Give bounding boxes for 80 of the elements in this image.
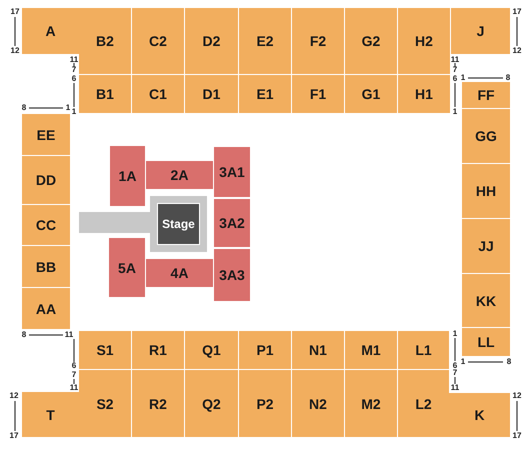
seating-section: R1 xyxy=(132,331,184,369)
seating-section: M1 xyxy=(345,331,397,369)
seating-section: H2 xyxy=(398,8,450,74)
seating-section: J xyxy=(451,8,510,54)
seating-section: Q1 xyxy=(185,331,238,369)
row-number: 11 xyxy=(450,384,460,392)
seating-section: EE xyxy=(22,114,70,155)
seating-section: C2 xyxy=(132,8,184,74)
seating-section: 3A2 xyxy=(214,199,250,247)
seating-section: B1 xyxy=(79,75,131,113)
seating-section: GG xyxy=(462,109,510,163)
seating-section: A xyxy=(22,8,79,54)
row-number: 6 xyxy=(72,362,76,370)
row-number: 6 xyxy=(72,75,76,83)
row-number: 12 xyxy=(512,392,522,400)
seating-section: CC xyxy=(22,205,70,245)
row-number: 17 xyxy=(512,8,522,16)
row-number: 7 xyxy=(72,371,76,379)
row-number: 17 xyxy=(10,432,18,440)
row-number: 11 xyxy=(450,56,460,64)
seating-section: F2 xyxy=(292,8,344,74)
seating-section: LL xyxy=(462,328,510,356)
seating-section: R2 xyxy=(132,370,184,437)
seating-section: P1 xyxy=(239,331,291,369)
seating-section: P2 xyxy=(239,370,291,437)
row-number: 12 xyxy=(10,392,18,400)
seating-section: H1 xyxy=(398,75,450,113)
row-number: 6 xyxy=(452,362,458,370)
seating-section: 3A3 xyxy=(214,249,250,301)
seating-section: D2 xyxy=(185,8,238,74)
row-number: 11 xyxy=(70,384,78,392)
seating-section: S1 xyxy=(79,331,131,369)
seating-section: G2 xyxy=(345,8,397,74)
seating-section: BB xyxy=(22,246,70,287)
seating-section: DD xyxy=(22,156,70,204)
seating-section: S2 xyxy=(79,370,131,437)
row-number: 11 xyxy=(64,331,74,339)
row-number: 8 xyxy=(506,74,510,82)
row-number: 11 xyxy=(70,56,78,64)
row-number: 8 xyxy=(22,331,26,339)
row-number: 8 xyxy=(22,104,26,112)
seating-section: 4A xyxy=(146,259,213,287)
row-number: 12 xyxy=(512,47,522,55)
seating-section: L2 xyxy=(398,370,449,437)
seating-section: C1 xyxy=(132,75,184,113)
seating-section: F1 xyxy=(292,75,344,113)
seating-section: E2 xyxy=(239,8,291,74)
row-number: 6 xyxy=(452,75,458,83)
seating-section: AA xyxy=(22,288,70,329)
row-number: 1 xyxy=(460,74,466,82)
row-number: 7 xyxy=(452,369,458,377)
row-number: 17 xyxy=(10,8,20,16)
row-number: 1 xyxy=(72,108,76,116)
seating-section: K xyxy=(449,393,510,437)
seating-section: N1 xyxy=(292,331,344,369)
stage-block: Stage xyxy=(157,203,200,245)
row-number: 8 xyxy=(506,358,512,366)
seating-section: 5A xyxy=(109,238,145,297)
row-number: 17 xyxy=(512,432,522,440)
seating-section: 1A xyxy=(110,146,145,206)
row-number: 1 xyxy=(452,330,458,338)
row-number: 1 xyxy=(66,104,70,112)
seating-section: JJ xyxy=(462,219,510,273)
seating-section: B2 xyxy=(79,8,131,74)
seating-section: L1 xyxy=(398,331,449,369)
seating-section: N2 xyxy=(292,370,344,437)
seating-section: M2 xyxy=(345,370,397,437)
seating-section: Q2 xyxy=(185,370,238,437)
seating-section: G1 xyxy=(345,75,397,113)
seating-section: D1 xyxy=(185,75,238,113)
seating-section: 2A xyxy=(146,161,213,189)
seating-section: T xyxy=(22,392,79,437)
row-number: 12 xyxy=(10,47,20,55)
seating-section: KK xyxy=(462,274,510,327)
row-number: 1 xyxy=(460,358,466,366)
seating-section: FF xyxy=(462,82,510,108)
seating-section: E1 xyxy=(239,75,291,113)
seating-section: HH xyxy=(462,164,510,218)
row-number: 1 xyxy=(452,108,458,116)
seating-section: 3A1 xyxy=(214,147,250,197)
